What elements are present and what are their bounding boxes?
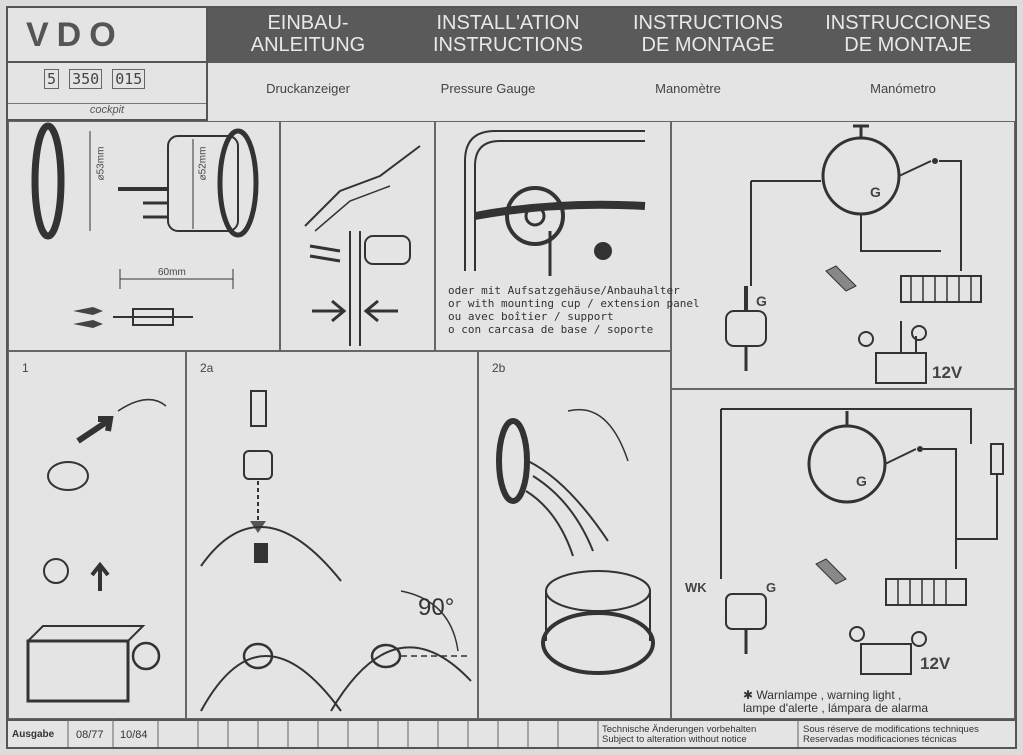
header-de-line2: ANLEITUNG <box>250 34 366 56</box>
panel-step-1 <box>8 351 186 719</box>
warning-light-note: ✱ Warnlampe , warning light , lampe d'al… <box>743 689 928 715</box>
gauge-g-label-1: G <box>870 184 881 200</box>
dashboard-drawing <box>464 130 646 276</box>
panel-step-2b <box>478 351 671 719</box>
vdo-logo: VDO <box>26 16 124 54</box>
panel-wiring-warning <box>671 389 1015 719</box>
part-number-2: 350 <box>69 69 103 89</box>
footer-grid <box>67 719 799 747</box>
step-2a-label: 2a <box>200 361 214 375</box>
dim-60: 60mm <box>158 267 186 278</box>
header-fr-line2: DE MONTAGE <box>641 34 775 56</box>
step-1-label: 1 <box>22 361 29 375</box>
mounting-caption-fr: ou avec boîtier / support <box>448 310 614 323</box>
header-en: INSTALL'ATION INSTRUCTIONS <box>408 12 608 56</box>
edition-2: 10/84 <box>120 729 148 741</box>
header-band: EINBAU- ANLEITUNG INSTALL'ATION INSTRUCT… <box>208 8 1015 63</box>
mounting-caption: oder mit Aufsatzgehäuse/Anbauhalter or w… <box>448 284 700 336</box>
gauge-g-label-2: G <box>856 473 867 489</box>
mounting-caption-en: or with mounting cup / extension panel <box>448 297 700 310</box>
mounting-caption-es: o con carcasa de base / soporte <box>448 323 654 336</box>
edition-label: Ausgabe <box>12 729 55 740</box>
sender-g-label-2: G <box>766 580 777 595</box>
part-number-1: 5 <box>44 69 60 89</box>
footer-note-fr-es: Sous réserve de modifications techniques… <box>803 725 979 745</box>
voltage-label-2: 12V <box>920 654 951 673</box>
instruction-sheet: VDO EINBAU- ANLEITUNG INSTALL'ATION INST… <box>6 6 1017 749</box>
warning-note-line1: ✱ Warnlampe , warning light , <box>743 688 902 702</box>
sender-g-label-1: G <box>756 293 767 309</box>
step-2b-drawing <box>496 408 655 675</box>
edition-1: 08/77 <box>76 729 104 741</box>
title-es: Manómetro <box>870 81 936 96</box>
dim-53: ⌀53mm <box>95 146 107 181</box>
wiring-diagram-standard <box>725 124 982 384</box>
title-en: Pressure Gauge <box>440 81 536 96</box>
header-es-line1: INSTRUCCIONES <box>825 12 991 34</box>
step-2b-label: 2b <box>492 361 506 375</box>
header-de-line1: EINBAU- <box>267 12 349 34</box>
footer-note-de: Technische Änderungen vorbehalten <box>602 724 757 735</box>
part-number-box: 5 350 015 cockpit <box>8 63 208 121</box>
header-fr-line1: INSTRUCTIONS <box>633 12 783 34</box>
footer: Ausgabe 08/77 10/84 Technische Änderunge… <box>8 719 1015 749</box>
footer-note-es: Reservadas modificaciones técnicas <box>803 734 957 745</box>
warning-note-line2: lampe d'alerte , lámpara de alarma <box>743 701 929 715</box>
footer-note-en: Subject to alteration without notice <box>602 734 747 745</box>
panel-mounting-options <box>435 121 671 351</box>
step-1-drawing <box>26 398 167 703</box>
panel-thickness-drawing <box>304 145 421 346</box>
title-de: Druckanzeiger <box>266 81 350 96</box>
header-es-line2: DE MONTAJE <box>844 34 972 56</box>
sender-wk-label: WK <box>685 580 707 595</box>
header-es: INSTRUCCIONES DE MONTAJE <box>808 12 1008 56</box>
step-2a-drawing <box>200 390 472 712</box>
dim-52: ⌀52mm <box>197 146 209 181</box>
panel-panel-cutout <box>280 121 435 351</box>
header-en-line1: INSTALL'ATION <box>436 12 580 34</box>
panel-wiring-standard <box>671 121 1015 389</box>
part-number-3: 015 <box>112 69 146 89</box>
dimension-drawing <box>31 122 259 328</box>
header-de: EINBAU- ANLEITUNG <box>208 12 408 56</box>
footer-note-fr: Sous réserve de modifications techniques <box>803 724 979 735</box>
logo-box: VDO <box>8 8 208 63</box>
wiring-diagram-warning <box>720 408 1004 675</box>
header-fr: INSTRUCTIONS DE MONTAGE <box>608 12 808 56</box>
footer-note-de-en: Technische Änderungen vorbehalten Subjec… <box>602 725 756 745</box>
rotation-angle: 90° <box>418 594 455 621</box>
mounting-caption-de: oder mit Aufsatzgehäuse/Anbauhalter <box>448 284 680 297</box>
model-name: cockpit <box>8 103 206 116</box>
header-en-line2: INSTRUCTIONS <box>433 34 583 56</box>
voltage-label-1: 12V <box>932 363 963 382</box>
panel-dimensions <box>8 121 280 351</box>
panel-step-2a <box>186 351 478 719</box>
title-fr: Manomètre <box>655 81 721 96</box>
part-number: 5 350 015 <box>44 69 146 89</box>
